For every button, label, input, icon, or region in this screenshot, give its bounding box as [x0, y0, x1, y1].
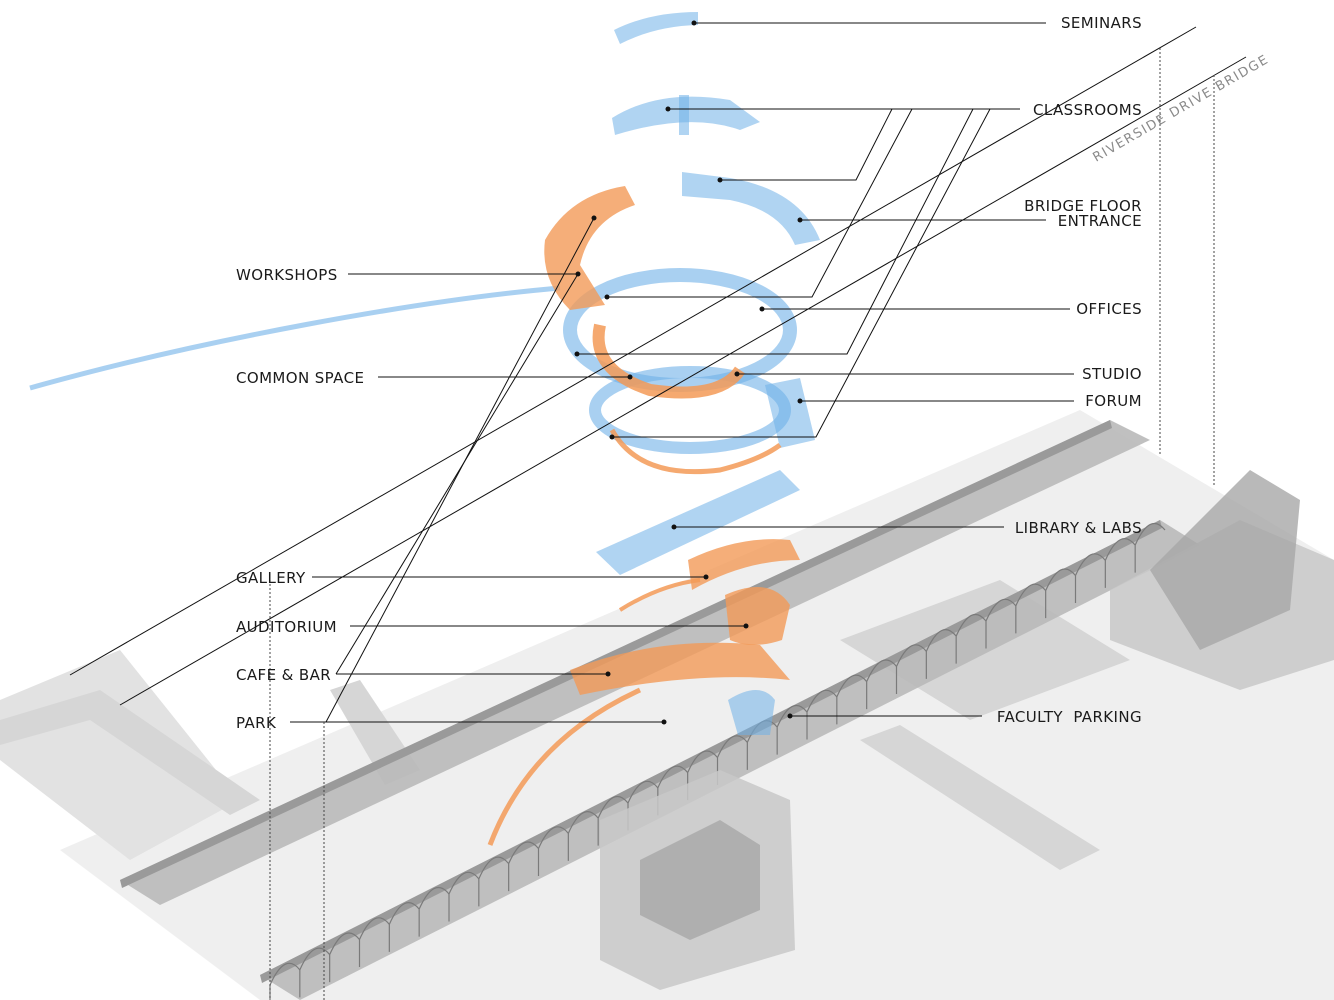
dot-classrooms-c: [574, 351, 580, 357]
label-bridge-floor-1: BRIDGE FLOOR: [1024, 197, 1142, 215]
tower-base-shade: [640, 820, 760, 940]
label-library-labs: LIBRARY & LABS: [1015, 519, 1142, 537]
label-seminars: SEMINARS: [1061, 14, 1142, 32]
dot-faculty-parking: [787, 713, 793, 719]
viaduct-arch: [508, 841, 539, 892]
classrooms-core: [679, 95, 689, 135]
program-volumes: [29, 12, 820, 846]
dot-workshops: [575, 271, 581, 277]
leader-lines: [69, 20, 1247, 1000]
bridge-line-lower: [119, 56, 1247, 706]
leader-classrooms-d: [612, 108, 991, 438]
viaduct-arch: [776, 704, 808, 755]
dot-cafe-bar: [605, 671, 611, 677]
leader-classrooms-a: [720, 108, 893, 181]
bridge-floor-volume: [682, 172, 820, 245]
viaduct-arch: [1074, 553, 1106, 603]
viaduct-arch: [478, 856, 510, 907]
bridge-line-upper: [69, 26, 1197, 676]
helix-ramp: [609, 428, 782, 475]
viaduct-arch: [866, 659, 897, 710]
viaduct-arch: [925, 629, 957, 679]
viaduct-arch: [836, 674, 868, 725]
leader-workshops-diag-2: [335, 273, 579, 675]
label-forum: FORUM: [1085, 392, 1142, 410]
dot-studio: [734, 371, 740, 377]
label-common-space: COMMON SPACE: [236, 369, 364, 387]
seminars-volume: [614, 12, 698, 44]
offices-ring: [563, 268, 797, 392]
label-studio: STUDIO: [1082, 365, 1142, 383]
dot-seminars: [691, 20, 697, 26]
viaduct-arch: [1045, 568, 1076, 619]
workshops-volume: [544, 186, 635, 310]
common-space-ramp: [592, 323, 745, 399]
viaduct-arch: [985, 598, 1017, 649]
gallery-volume: [688, 539, 800, 590]
park-ramp: [487, 687, 642, 846]
viaduct-arch: [358, 917, 390, 967]
viaduct-arch: [597, 795, 629, 846]
riverside-road: [0, 690, 260, 815]
viaduct-arch: [388, 902, 420, 952]
viaduct-arch: [955, 613, 987, 664]
site-context: [0, 410, 1334, 1000]
viaduct-arch: [806, 689, 838, 740]
label-gallery: GALLERY: [236, 569, 306, 587]
label-offices: OFFICES: [1076, 300, 1142, 318]
faculty-parking-volume: [728, 690, 775, 735]
dot-workshops-top: [591, 215, 597, 221]
dot-classrooms-a: [717, 177, 723, 183]
viaduct-arch: [1104, 538, 1136, 588]
site-ground: [60, 410, 1334, 1000]
dot-forum: [797, 398, 803, 404]
viaduct-arch: [895, 644, 927, 694]
dot-gallery: [703, 574, 709, 580]
dot-offices: [759, 306, 765, 312]
label-classrooms: CLASSROOMS: [1033, 101, 1142, 119]
dot-park: [661, 719, 667, 725]
lower-viaduct-deck: [260, 520, 1200, 1000]
campus-building-right-shade: [1150, 470, 1300, 650]
dot-bridge-floor: [797, 217, 803, 223]
leader-classrooms-c: [577, 108, 974, 355]
ramp-path: [29, 285, 561, 391]
viaduct-arch: [418, 886, 450, 937]
label-cafe-bar: CAFE & BAR: [236, 666, 331, 684]
library-labs-volume: [596, 470, 800, 575]
viaduct-arch: [567, 811, 599, 861]
dot-classrooms: [665, 106, 671, 112]
upper-viaduct-edge: [120, 420, 1112, 888]
lower-road: [860, 725, 1100, 870]
dot-common-space: [627, 374, 633, 380]
viaduct-arch: [299, 947, 331, 998]
viaduct-arch: [329, 932, 360, 983]
label-auditorium: AUDITORIUM: [236, 618, 337, 636]
dot-classrooms-d: [609, 434, 615, 440]
label-park: PARK: [236, 714, 277, 732]
auditorium-volume: [725, 587, 790, 645]
label-faculty-parking: FACULTY PARKING: [997, 708, 1142, 726]
viaduct-arch: [448, 871, 480, 922]
viaduct-arch: [1134, 522, 1166, 573]
viaduct-arch: [1015, 583, 1047, 634]
forum-volume: [765, 378, 815, 448]
leader-classrooms-b: [607, 108, 913, 298]
cafe-bar-volume: [570, 642, 790, 695]
label-bridge-floor-2: ENTRANCE: [1058, 212, 1142, 230]
label-workshops: WORKSHOPS: [236, 266, 338, 284]
dot-library: [671, 524, 677, 530]
viaduct-arches: [269, 522, 1166, 1000]
dot-classrooms-b: [604, 294, 610, 300]
dot-auditorium: [743, 623, 749, 629]
viaduct-arch: [537, 826, 569, 876]
gallery-ramp: [618, 578, 701, 612]
